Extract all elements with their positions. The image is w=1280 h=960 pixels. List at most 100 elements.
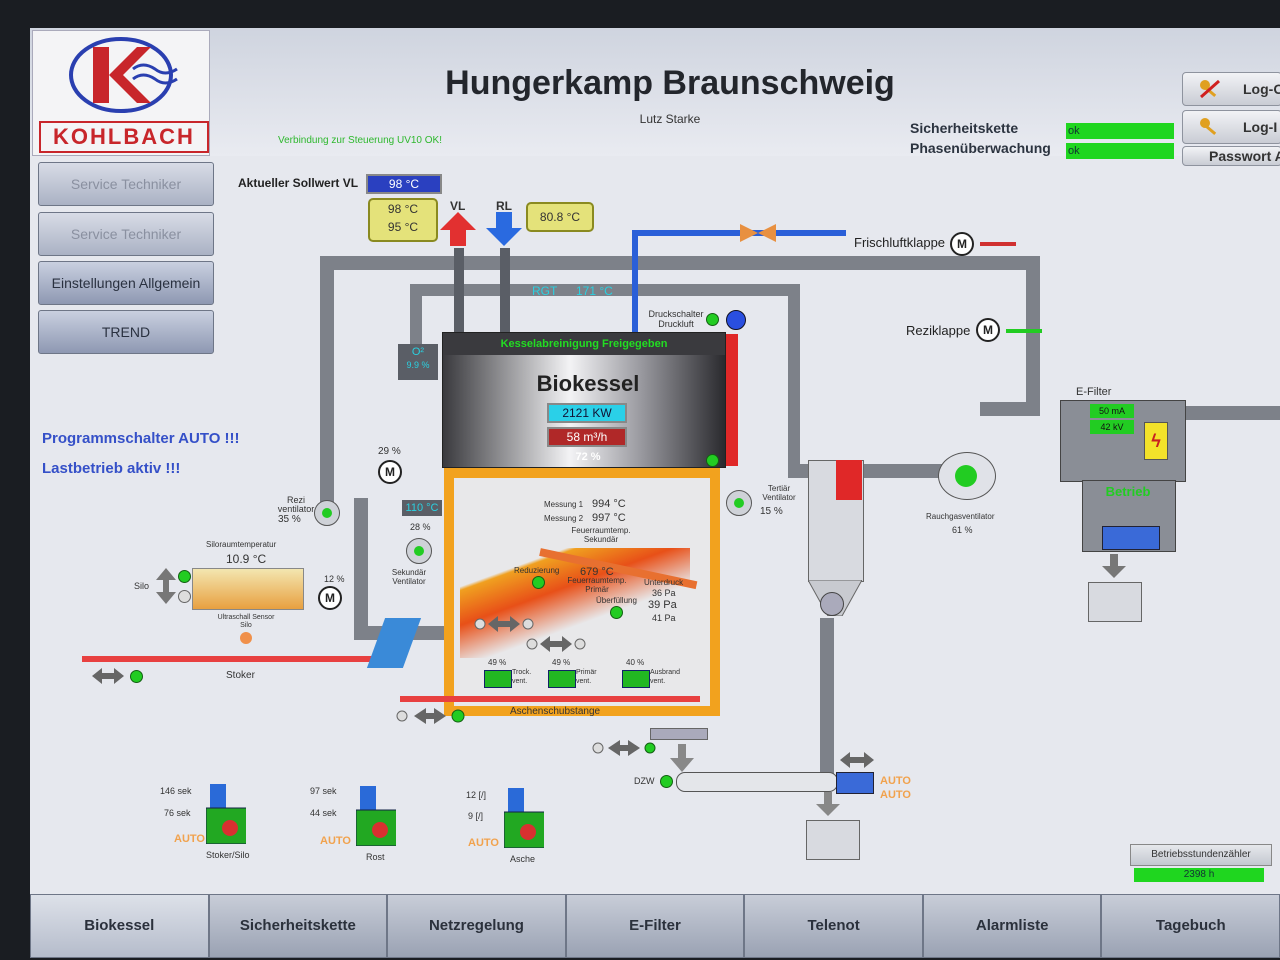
rezi-temp: 110 °C [402, 500, 442, 516]
rotary-valve-icon[interactable] [820, 592, 844, 616]
logo-text: KOHLBACH [39, 121, 209, 153]
ausbrand-fan-icon[interactable] [622, 670, 650, 688]
sek-ventilator-value: 28 % [410, 522, 431, 532]
air-pipe-right [1026, 256, 1040, 416]
sek-fan-icon[interactable] [406, 538, 432, 564]
ash-chute-pipe [820, 618, 834, 788]
silo-status-bottom [178, 590, 191, 603]
tab-sicherheitskette[interactable]: Sicherheitskette [208, 894, 388, 958]
hydraulic-pump-rost-icon[interactable] [356, 786, 396, 846]
vl-target: 95 °C [387, 220, 419, 234]
o2-box: O² 9.9 % [398, 344, 438, 380]
primaer-vent-label: Primär vent. [576, 669, 597, 685]
grate1-leftright-icon[interactable] [474, 614, 534, 634]
tab-netzregelung[interactable]: Netzregelung [387, 894, 566, 958]
boiler-name: Biokessel [536, 371, 640, 396]
password-button[interactable]: Passwort A [1182, 146, 1280, 166]
unterdruck-value: 39 Pa [648, 599, 677, 611]
boiler-status [706, 454, 719, 467]
rauchgas-fan[interactable] [938, 452, 996, 500]
ueberfuellung-status [610, 606, 623, 619]
tab-tagebuch[interactable]: Tagebuch [1101, 894, 1280, 958]
hydraulic-pump-stoker-icon[interactable] [206, 784, 246, 844]
ash-down-arrow-icon [670, 744, 694, 772]
pump1-t1: 146 sek [160, 786, 192, 796]
setpoint-value[interactable]: 98 °C [366, 174, 442, 194]
logo-emblem-icon [69, 37, 178, 113]
sidebar-item-service-techniker-1[interactable]: Service Techniker [38, 162, 214, 206]
primaer-fan-icon[interactable] [548, 670, 576, 688]
ash-bin [806, 820, 860, 860]
tab-biokessel[interactable]: Biokessel [30, 894, 209, 958]
load-message: Lastbetrieb aktiv !!! [42, 460, 181, 477]
tab-e-filter[interactable]: E-Filter [565, 894, 745, 958]
sidebar-item-einstellungen[interactable]: Einstellungen Allgemein [38, 261, 214, 305]
phase-monitor-status: ok [1066, 143, 1174, 159]
cleaning-banner: Kesselabreinigung Freigegeben [443, 333, 725, 355]
tab-telenot[interactable]: Telenot [744, 894, 923, 958]
stoker-leftright-icon[interactable] [92, 668, 124, 684]
ash-conveyor-motor-icon[interactable] [836, 772, 874, 794]
tertiaer-fan-icon[interactable] [726, 490, 752, 516]
pump2-t1: 97 sek [310, 786, 337, 796]
pump3-t1: 12 [/] [466, 790, 487, 800]
pump3-mode: AUTO [468, 837, 499, 849]
conveyor-leftright-icon[interactable] [840, 752, 874, 768]
frischluft-damper [980, 242, 1016, 246]
trock-vent-label: Trock. vent. [512, 669, 532, 685]
login-button[interactable]: Log-I [1182, 110, 1280, 144]
sidebar-item-trend[interactable]: TREND [38, 310, 214, 354]
hours-label: Betriebsstundenzähler [1130, 844, 1272, 866]
efilter-voltage: 42 kV [1090, 420, 1134, 434]
trock-fan-icon[interactable] [484, 670, 512, 688]
prim-temp-label: Feuerraumtemp. Primär [567, 576, 627, 594]
grate2-leftright-icon[interactable] [526, 634, 586, 654]
ash-pusher-bar [400, 696, 700, 702]
silo-temp: 10.9 °C [226, 552, 267, 566]
asche-leftright-icon[interactable] [394, 706, 504, 726]
rezi-mix-motor-icon[interactable]: M [378, 460, 402, 484]
stoker-conveyor [82, 656, 372, 662]
vl-temp-box: 98 °C 95 °C [368, 198, 438, 242]
sek-ventilator-label: Sekundär Ventilator [391, 568, 427, 586]
rezi-fan-icon[interactable] [314, 500, 340, 526]
stoker-label: Stoker [226, 670, 255, 681]
druckschalter-status [706, 313, 719, 326]
tertiaer-label: Tertiär Ventilator [762, 484, 796, 502]
m2-label: Messung 2 [544, 514, 584, 523]
rezi-klappe-motor-icon[interactable]: M [976, 318, 1000, 342]
page-title: Hungerkamp Braunschweig [445, 64, 895, 102]
efilter-current: 50 mA [1090, 404, 1134, 418]
ash-screw-leftright-icon[interactable] [592, 738, 672, 758]
pump1-name: Stoker/Silo [206, 850, 250, 860]
logout-button[interactable]: Log-O [1182, 72, 1280, 106]
frischluft-motor-icon[interactable]: M [950, 232, 974, 256]
tab-alarmliste[interactable]: Alarmliste [922, 894, 1102, 958]
rauchgas-value: 61 % [952, 525, 973, 535]
efilter-screw-motor-icon[interactable] [1102, 526, 1160, 550]
boiler-load: 72 % [575, 451, 601, 463]
login-key-icon [1200, 118, 1217, 136]
user-name: Lutz Starke [639, 112, 701, 126]
hydraulic-pump-asche-icon[interactable] [504, 788, 544, 848]
safety-chain-label: Sicherheitskette [910, 120, 1019, 136]
program-switch-message: Programmschalter AUTO !!! [42, 430, 240, 447]
conveyor-auto-2: AUTO [880, 789, 911, 801]
druckluft-tank-icon [726, 310, 746, 330]
unterdruck-max: 41 Pa [652, 613, 676, 623]
compressed-air-line-vertical [632, 230, 638, 334]
ueberfuellung-label: Überfüllung [596, 596, 637, 605]
stoker-motor-icon[interactable]: M [318, 586, 342, 610]
efilter-ash-bin [1088, 582, 1142, 622]
hours-value: 2398 h [1134, 868, 1264, 882]
vl-actual: 98 °C [387, 202, 419, 216]
boiler-flow: 58 m³/h [547, 427, 627, 447]
connection-status: Verbindung zur Steuerung UV10 OK! [278, 135, 442, 146]
login-label: Log-I [1243, 119, 1278, 135]
frischluft-valve-icon [740, 224, 776, 242]
reduzierung-status [532, 576, 545, 589]
sidebar-item-service-techniker-2[interactable]: Service Techniker [38, 212, 214, 256]
silo-updown-icon[interactable] [156, 568, 176, 604]
silo-status-top [178, 570, 191, 583]
hmi-screen: KOHLBACH Hungerkamp Braunschweig Lutz St… [30, 28, 1280, 958]
